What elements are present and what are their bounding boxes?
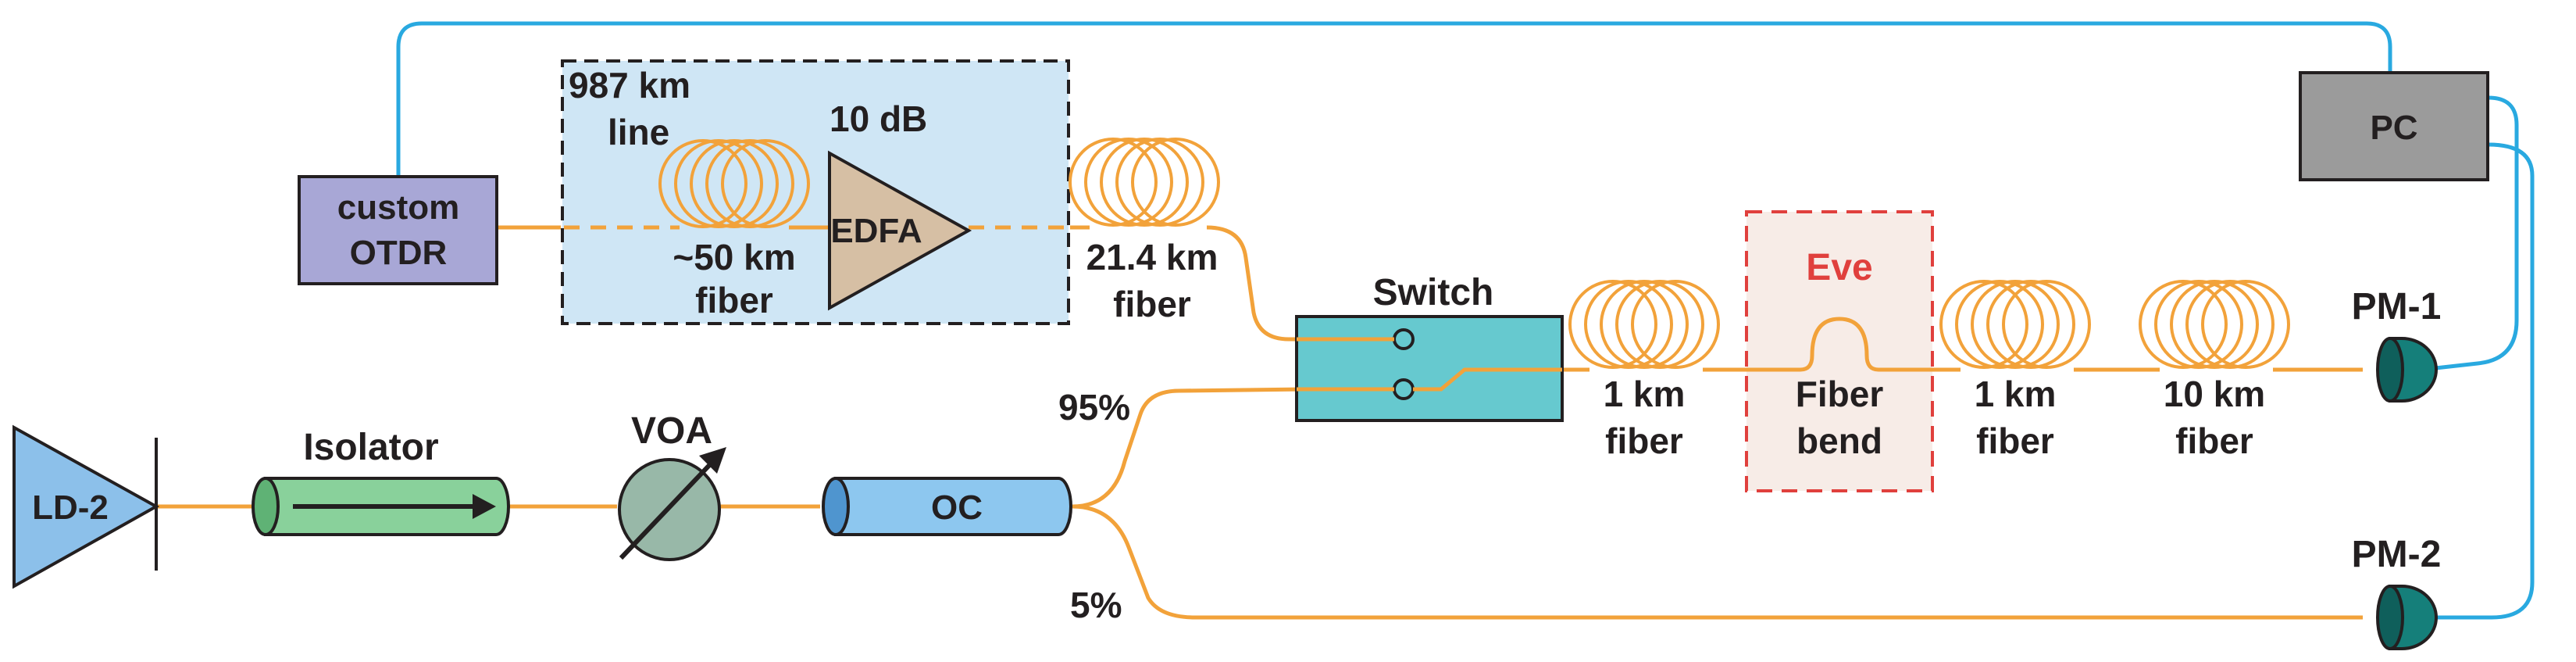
optical-coupler — [822, 477, 1072, 536]
pm1-label: PM-1 — [2352, 286, 2442, 327]
switch-port-2 — [1393, 378, 1415, 400]
switch-title: Switch — [1373, 272, 1494, 313]
label-fiber-bend-1: Fiber — [1796, 374, 1884, 414]
edfa-amplifier — [828, 150, 972, 311]
coil-1km-fiber-b — [1939, 280, 2091, 369]
oc-label: OC — [931, 488, 983, 527]
edfa-label: EDFA — [830, 212, 922, 250]
switch-inner-blade — [1413, 367, 1562, 392]
label-10km-fiber-1: 10 km — [2164, 374, 2265, 414]
label-21km-fiber-2: fiber — [1113, 284, 1191, 324]
pc-to-pm2-link — [2421, 142, 2535, 620]
oc-95-branch — [1072, 387, 1305, 509]
oc-5-branch — [1072, 504, 2363, 620]
isolator-label: Isolator — [303, 427, 438, 468]
voa-label: VOA — [631, 410, 712, 452]
label-1km-fiber-a-1: 1 km — [1604, 374, 1686, 414]
21km-fiber-to-switch — [1206, 225, 1398, 342]
electrical-connections — [396, 21, 2535, 620]
label-1km-fiber-a-2: fiber — [1605, 420, 1683, 461]
label-987km-line-1: 987 km — [569, 65, 690, 106]
coil-1km-fiber-a — [1568, 280, 1720, 369]
coil-21km-fiber — [1069, 138, 1220, 227]
otdr-label-line2: OTDR — [350, 234, 448, 272]
eve-dashed-box — [1745, 210, 1934, 492]
power-meter-pm1 — [2376, 337, 2438, 403]
variable-optical-attenuator — [618, 447, 726, 561]
label-split-95: 95% — [1058, 387, 1130, 428]
coil-987km-line — [658, 139, 810, 228]
label-21km-fiber-1: 21.4 km — [1086, 237, 1218, 277]
label-50km-fiber-1: ~50 km — [673, 237, 795, 277]
power-meter-pm2 — [2376, 585, 2438, 650]
pc-to-otdr-link — [396, 21, 2392, 177]
label-987km-line-2: line — [608, 112, 669, 152]
label-eve: Eve — [1806, 247, 1872, 288]
otdr-label-line1: custom — [337, 188, 459, 227]
pm2-label: PM-2 — [2352, 534, 2442, 575]
label-50km-fiber-2: fiber — [695, 280, 773, 320]
label-1km-fiber-b-2: fiber — [1976, 420, 2054, 461]
label-10km-fiber-2: fiber — [2175, 420, 2253, 461]
ld-label: LD-2 — [32, 488, 109, 527]
pc-label: PC — [2370, 109, 2417, 147]
label-gain: 10 dB — [830, 98, 927, 139]
pc-block — [2299, 71, 2489, 181]
fiber-bend-loop — [1703, 317, 1961, 372]
long-line-dashed-box — [561, 59, 1070, 325]
label-split-5: 5% — [1070, 585, 1122, 625]
switch-port-1 — [1393, 328, 1415, 350]
pc-to-pm1-link — [2421, 95, 2519, 372]
label-1km-fiber-b-1: 1 km — [1975, 374, 2057, 414]
coil-10km-fiber — [2139, 280, 2290, 369]
label-fiber-bend-2: bend — [1796, 420, 1882, 461]
laser-diode-ld2 — [12, 424, 160, 589]
optical-isolator — [252, 477, 510, 536]
otdr-block — [298, 175, 498, 285]
